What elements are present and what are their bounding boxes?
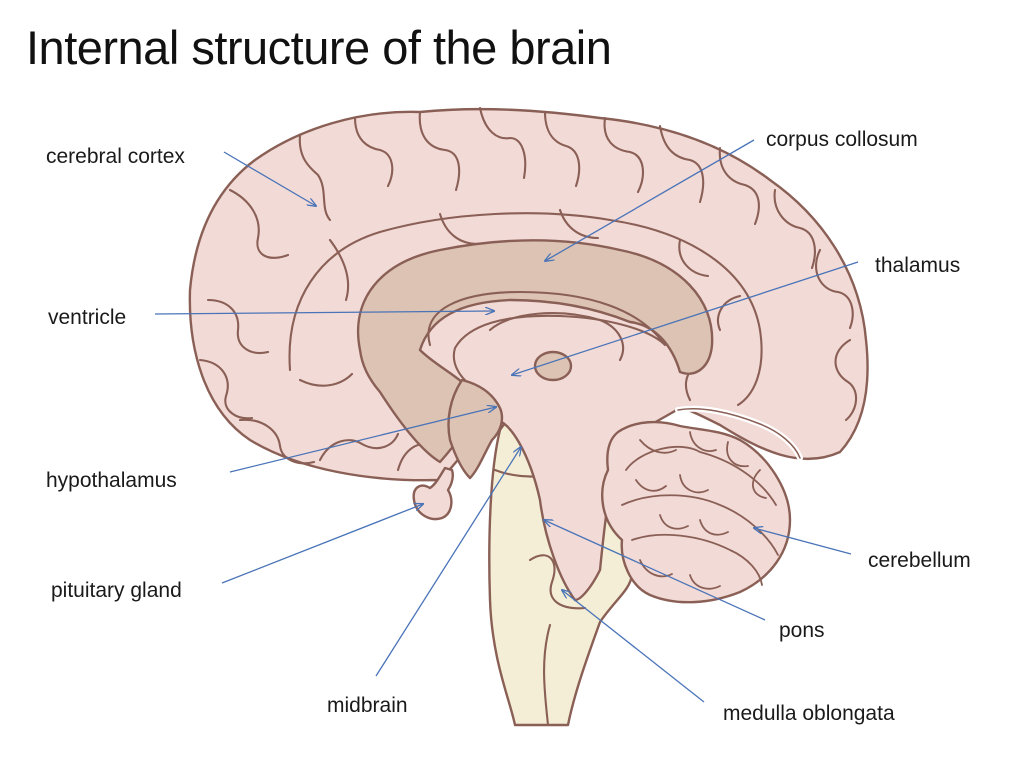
label-pituitary-gland: pituitary gland: [51, 579, 182, 602]
pointer-pons: [544, 520, 766, 621]
pointer-medulla-oblongata: [562, 590, 705, 703]
pointer-hypothalamus: [229, 407, 496, 473]
label-pons: pons: [779, 619, 825, 642]
label-hypothalamus: hypothalamus: [46, 469, 177, 492]
label-medulla-oblongata: medulla oblongata: [723, 702, 895, 725]
diagram-title: Internal structure of the brain: [26, 21, 612, 74]
labels: cerebral cortex corpus collosum thalamus…: [46, 128, 971, 725]
cerebellum-shape: [601, 420, 792, 604]
transverse-fissure-edge: [677, 408, 801, 459]
label-cerebellum: cerebellum: [868, 549, 971, 572]
pointer-lines: [154, 139, 859, 703]
label-ventricle: ventricle: [48, 306, 126, 329]
pointer-midbrain: [375, 447, 521, 677]
pointer-cerebral-cortex: [223, 151, 316, 206]
hypothalamus-shape: [447, 378, 504, 480]
pointer-corpus-collosum: [545, 139, 755, 261]
corpus-callosum-shape: [356, 239, 714, 464]
label-corpus-collosum: corpus collosum: [766, 128, 918, 151]
pointer-cerebellum: [754, 528, 852, 555]
label-thalamus: thalamus: [875, 254, 960, 277]
pointer-thalamus: [512, 261, 859, 375]
pointer-ventricle: [154, 311, 494, 314]
label-midbrain: midbrain: [327, 694, 408, 717]
cortex-folds: [198, 106, 858, 472]
pointer-pituitary-gland: [221, 504, 423, 584]
label-cerebral-cortex: cerebral cortex: [46, 145, 185, 168]
